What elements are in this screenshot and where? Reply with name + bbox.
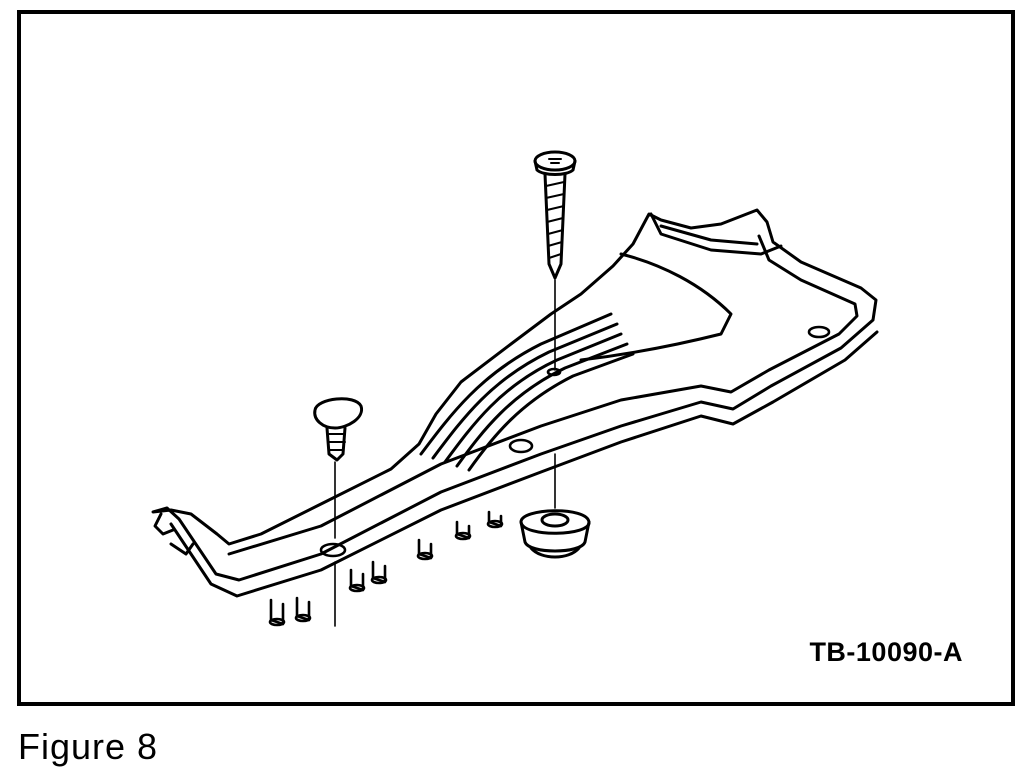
- splash-shield-exploded-view: [151, 150, 879, 627]
- push-pin-fastener: [313, 397, 364, 627]
- panel-holes: [319, 325, 831, 558]
- screw-fastener: [533, 150, 577, 371]
- figure-caption: Figure 8: [18, 726, 159, 767]
- splash-shield-panel: [151, 208, 879, 598]
- figure-reference-code: TB-10090-A: [809, 637, 963, 667]
- figure-frame: TB-10090-A: [17, 10, 1015, 706]
- mounting-studs: [268, 510, 504, 627]
- grommet-fastener: [519, 453, 591, 559]
